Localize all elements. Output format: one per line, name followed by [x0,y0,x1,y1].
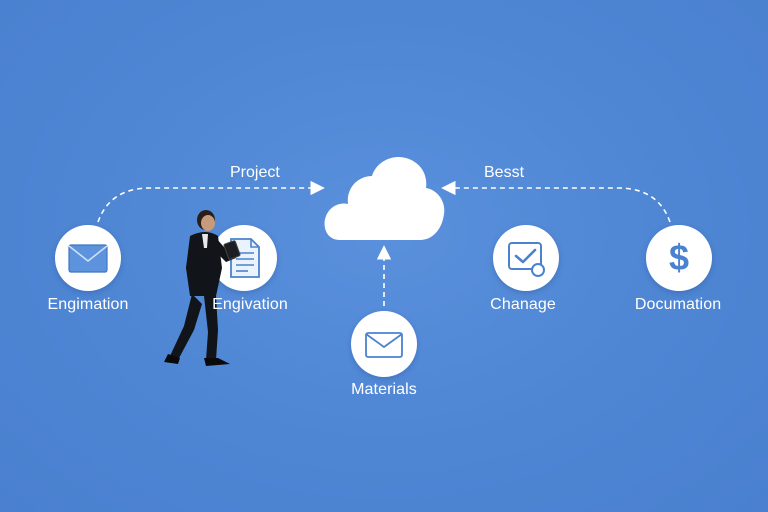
node-label-chanage: Chanage [490,296,556,313]
dollar-icon: $ [669,237,689,278]
node-engimation [55,225,121,291]
connector-right-arrow [441,180,671,223]
node-documation: $ [646,225,712,291]
node-label-materials: Materials [351,381,417,398]
edge-label-project: Project [230,164,280,181]
node-label-documation: Documation [634,296,722,313]
node-label-engimation: Engimation [47,296,129,313]
cloud-node [322,152,448,244]
node-chanage [493,225,559,291]
envelope-icon [68,244,108,273]
envelope-icon [365,332,403,358]
checklist-icon [508,242,545,277]
walking-businessman-illustration [160,208,250,374]
connector-left-arrow [97,180,325,223]
node-label-engivation: Engivation [212,296,288,313]
svg-text:$: $ [669,237,689,278]
edge-label-besst: Besst [484,164,525,181]
cloud-icon [324,156,445,240]
node-materials [351,311,417,377]
